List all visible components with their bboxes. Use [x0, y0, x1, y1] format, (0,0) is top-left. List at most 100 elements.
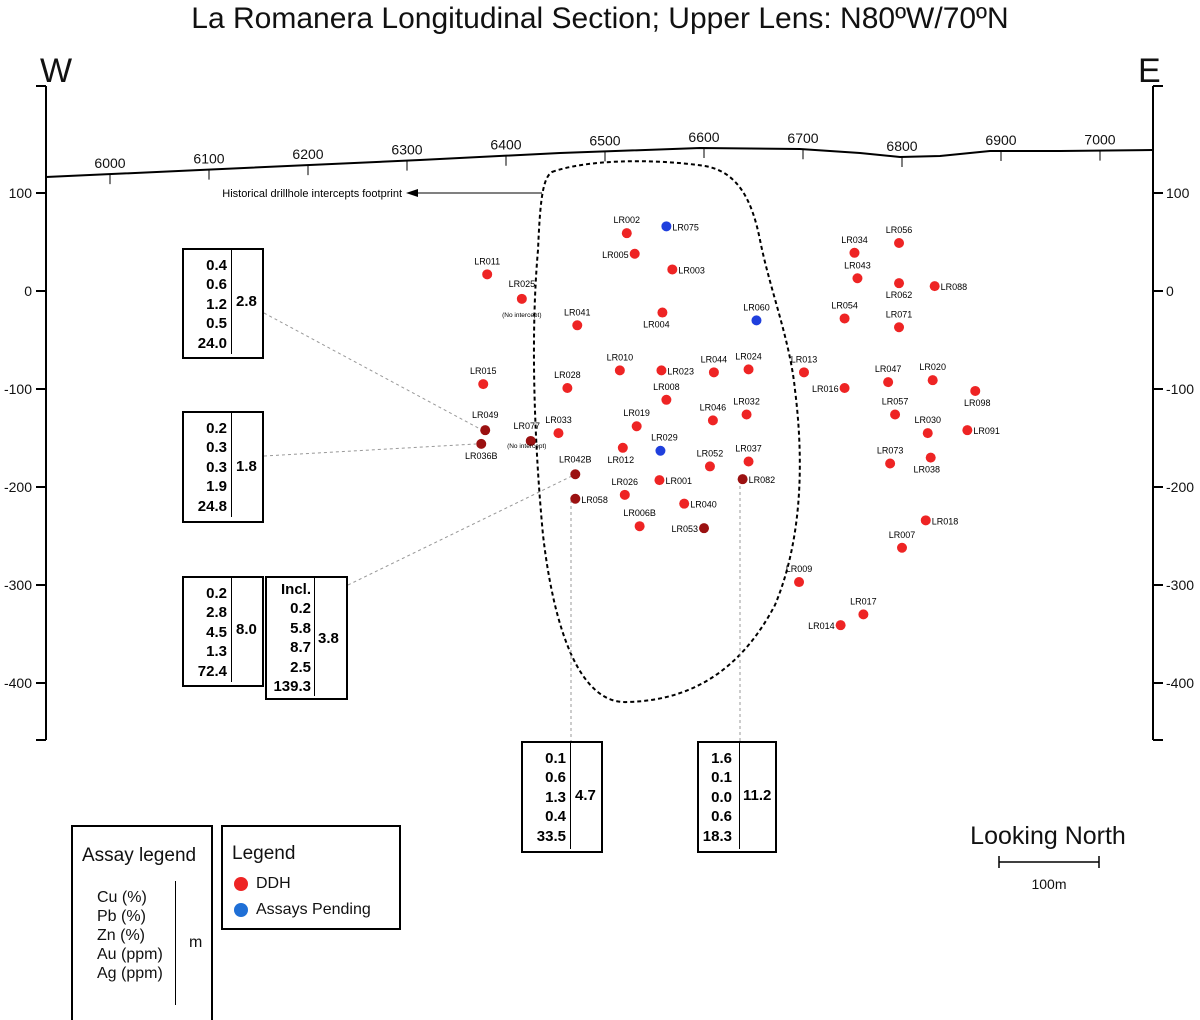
drillhole-marker — [516, 293, 527, 304]
assay-width: 1.8 — [236, 458, 257, 475]
assay-value-pb: 0.1 — [711, 769, 732, 787]
drillhole-marker — [614, 365, 625, 376]
drillhole-marker — [619, 489, 630, 500]
drillhole-label: LR017 — [850, 596, 877, 606]
assay-value-pb: 0.3 — [206, 439, 227, 457]
drillhole-label: LR008 — [653, 382, 680, 392]
drillhole-label: LR040 — [690, 500, 717, 510]
right-elevation-label: -300 — [1166, 577, 1194, 593]
assay-value-zn: 8.7 — [290, 639, 311, 657]
drillhole-label: LR036B — [465, 451, 498, 461]
drillhole-marker — [657, 307, 668, 318]
assay-box-lr049: 0.4 0.6 1.2 0.5 24.0 2.8 — [182, 248, 264, 359]
left-elevation-label: -300 — [4, 577, 32, 593]
drillhole-label: LR057 — [882, 396, 909, 406]
drillhole-marker — [478, 379, 489, 390]
drillhole-marker — [794, 577, 805, 588]
drillhole-label: LR058 — [581, 495, 608, 505]
left-elevation-label: -100 — [4, 381, 32, 397]
assay-box-lr082: 1.6 0.1 0.0 0.6 18.3 11.2 — [697, 741, 777, 853]
symbol-legend: Legend DDH Assays Pending — [221, 825, 401, 930]
drillhole-marker — [883, 377, 894, 388]
assay-value-ag: 72.4 — [197, 662, 227, 680]
drillhole-label: LR015 — [470, 366, 497, 376]
drillhole-marker — [835, 620, 846, 631]
drillhole-marker — [927, 375, 938, 386]
drillhole-label: LR001 — [665, 476, 692, 486]
drillhole-label: LR034 — [841, 235, 868, 245]
assay-box-lr058: 0.1 0.6 1.3 0.4 33.5 4.7 — [521, 741, 603, 853]
drillhole-marker — [970, 385, 981, 396]
drillhole-label: LR029 — [651, 433, 678, 443]
drillhole-marker — [629, 248, 640, 259]
ddh-marker-icon — [234, 877, 248, 891]
drillhole-label: LR041 — [564, 307, 591, 317]
drillhole-marker — [708, 367, 719, 378]
assay-legend: Assay legend Cu (%) Pb (%) Zn (%) Au (pp… — [71, 825, 213, 1020]
assay-value-zn: 1.2 — [206, 295, 227, 313]
drillhole-label: LR006B — [623, 508, 656, 518]
drillhole-marker — [654, 475, 665, 486]
drillhole-label: LR028 — [554, 370, 581, 380]
drillhole-marker — [894, 237, 905, 248]
drillhole-label: LR037 — [735, 444, 762, 454]
scale-bar-label: 100m — [1031, 876, 1066, 892]
drillhole-label: LR002 — [614, 215, 641, 225]
assay-value-cu: 0.2 — [290, 600, 311, 618]
drillhole-marker — [661, 394, 672, 405]
drillhole-label: LR056 — [886, 225, 913, 235]
assay-divider — [739, 743, 740, 849]
view-direction-label: Looking North — [970, 822, 1126, 850]
assay-legend-divider — [175, 881, 176, 1005]
assay-value-au: 0.4 — [545, 808, 566, 826]
drillhole-marker — [704, 461, 715, 472]
assay-values: 0.4 0.6 1.2 0.5 24.0 — [198, 256, 227, 353]
drillhole-marker — [894, 322, 905, 333]
drillhole-marker — [922, 428, 933, 439]
assay-box-lr042b: 0.2 2.8 4.5 1.3 72.4 8.0 — [182, 576, 264, 687]
easting-tick-label: 6100 — [193, 151, 224, 167]
assay-width: 8.0 — [236, 621, 257, 638]
assay-value-zn: 0.3 — [206, 458, 227, 476]
drillhole-marker — [480, 425, 491, 436]
assay-value-ag: 139.3 — [273, 678, 311, 696]
right-elevation-label: 0 — [1166, 283, 1174, 299]
drillhole-marker — [482, 269, 493, 280]
drillhole-label: LR098 — [964, 398, 991, 408]
drillhole-marker — [858, 609, 869, 620]
drillhole-label: LR052 — [697, 448, 724, 458]
drillhole-marker — [852, 273, 863, 284]
drillhole-label: LR054 — [831, 300, 858, 310]
drillhole-label: LR071 — [886, 309, 913, 319]
drillhole-label: LR073 — [877, 445, 904, 455]
drillhole-marker — [707, 415, 718, 426]
drillhole-marker — [553, 428, 564, 439]
right-elevation-label: -400 — [1166, 675, 1194, 691]
drillhole-marker — [798, 367, 809, 378]
drillhole-label: LR043 — [844, 260, 871, 270]
drillhole-marker — [679, 498, 690, 509]
drillhole-label: LR077 — [513, 421, 540, 431]
assay-value-ag: 33.5 — [536, 827, 566, 845]
drillhole-marker — [655, 445, 666, 456]
drillhole-marker — [656, 365, 667, 376]
legend-item-assays-pending: Assays Pending — [256, 901, 371, 918]
chart-title: La Romanera Longitudinal Section; Upper … — [191, 2, 1009, 35]
drillhole-label: LR062 — [886, 290, 913, 300]
drillhole-label: LR049 — [472, 410, 499, 420]
drillhole-label: LR091 — [973, 426, 1000, 436]
drillhole-marker — [661, 221, 672, 232]
assay-value-pb: 5.8 — [290, 619, 311, 637]
drillhole-label: LR020 — [919, 362, 946, 372]
drillhole-marker — [562, 383, 573, 394]
easting-tick-label: 6900 — [985, 132, 1016, 148]
assay-values: 0.2 2.8 4.5 1.3 72.4 — [198, 584, 227, 681]
drillhole-marker — [617, 442, 628, 453]
assay-legend-item-pb: Pb (%) — [97, 908, 146, 925]
assay-value-zn: 1.3 — [545, 788, 566, 806]
drillhole-marker — [929, 281, 940, 292]
assay-divider — [231, 250, 232, 354]
assay-legend-unit: m — [189, 934, 203, 951]
drillhole-label: LR026 — [612, 477, 639, 487]
